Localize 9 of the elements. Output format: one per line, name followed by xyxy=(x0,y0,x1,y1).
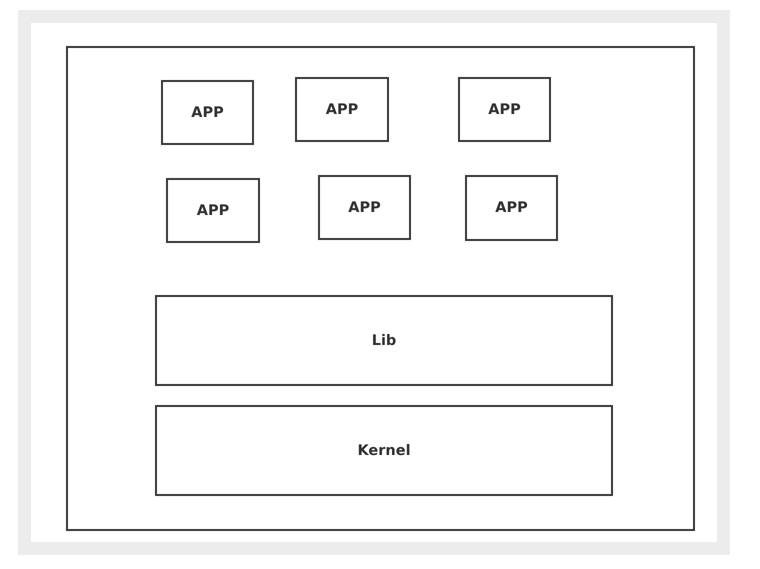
lib-layer-box: Lib xyxy=(155,295,613,386)
system-frame xyxy=(66,46,695,531)
app-box: APP xyxy=(295,77,389,142)
app-box: APP xyxy=(318,175,411,240)
kernel-layer-box: Kernel xyxy=(155,405,613,496)
app-box: APP xyxy=(166,178,260,243)
app-box: APP xyxy=(465,175,558,241)
app-box: APP xyxy=(161,80,254,145)
app-box: APP xyxy=(458,77,551,142)
